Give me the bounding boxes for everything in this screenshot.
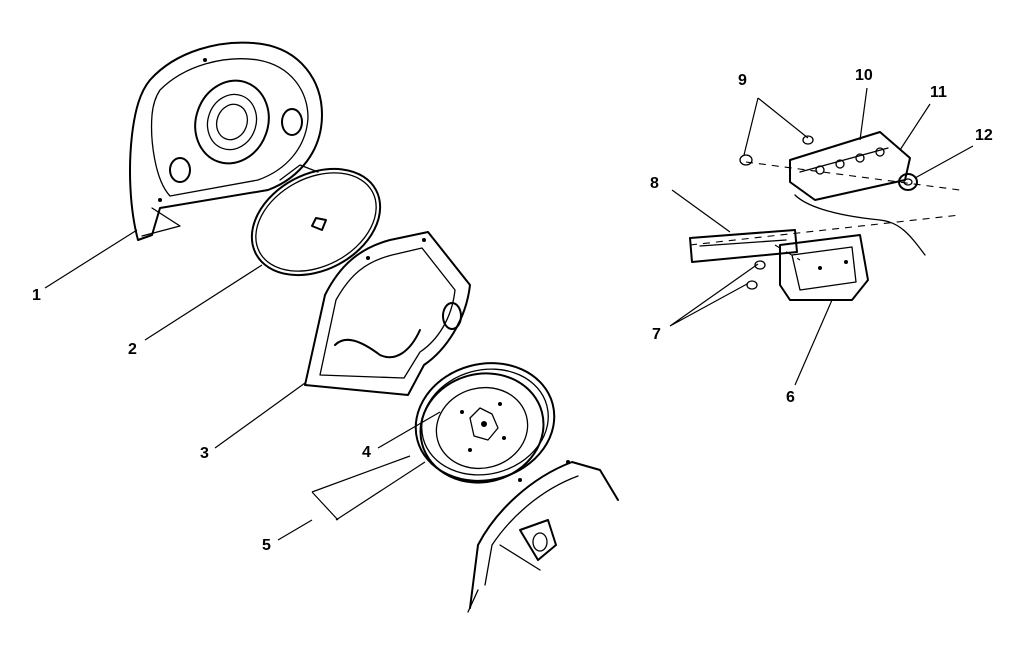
part-3-adapter-plate bbox=[304, 231, 471, 396]
callout-labels: 1 2 3 4 5 6 7 8 9 10 11 12 bbox=[32, 67, 993, 554]
bell-housing bbox=[467, 460, 619, 613]
assembly-lines bbox=[689, 161, 961, 261]
callout-10: 10 bbox=[855, 67, 873, 84]
part-2-gasket bbox=[250, 167, 382, 277]
callout-5: 5 bbox=[262, 537, 271, 554]
part-1-housing-cover bbox=[129, 41, 323, 241]
leader-lines bbox=[44, 87, 974, 541]
callout-4: 4 bbox=[362, 444, 371, 461]
part-9-screws bbox=[739, 135, 814, 166]
part-7-screws bbox=[746, 260, 766, 290]
callout-1: 1 bbox=[32, 287, 41, 304]
part-8-bar bbox=[689, 229, 798, 263]
part-10-terminal-block bbox=[789, 131, 926, 256]
part-12-nut bbox=[898, 173, 918, 191]
callout-8: 8 bbox=[650, 175, 659, 192]
callout-3: 3 bbox=[200, 445, 209, 462]
callout-2: 2 bbox=[128, 341, 137, 358]
callout-7: 7 bbox=[652, 326, 661, 343]
callout-11: 11 bbox=[930, 84, 947, 101]
callout-12: 12 bbox=[975, 127, 993, 144]
callout-6: 6 bbox=[786, 389, 795, 406]
part-6-bracket bbox=[779, 234, 869, 301]
callout-9: 9 bbox=[738, 72, 747, 89]
part-4-flywheel bbox=[414, 362, 556, 484]
